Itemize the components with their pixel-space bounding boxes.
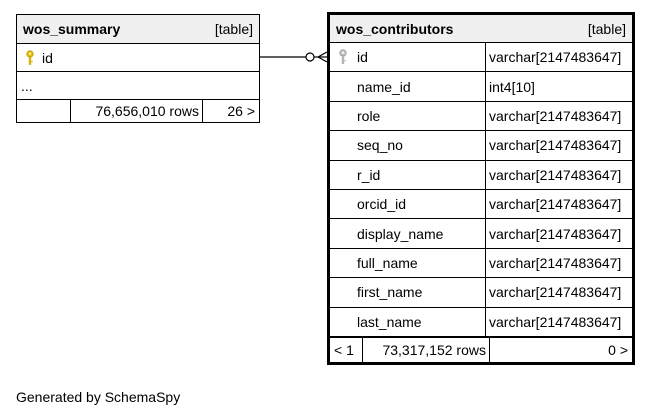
table-kind-label: [table] (587, 20, 626, 37)
row-count: 76,656,010 rows (71, 100, 203, 122)
column-type: varchar[2147483647] (489, 225, 622, 242)
children-link[interactable]: 26 > (227, 103, 255, 119)
wos-summary-footer: 76,656,010 rows 26 > (17, 100, 259, 122)
column-row-last-name[interactable]: last_name varchar[2147483647] (330, 307, 632, 337)
column-name: id (357, 49, 368, 66)
table-title: wos_summary (23, 21, 121, 37)
column-type: varchar[2147483647] (489, 254, 622, 271)
column-name: name_id (330, 72, 486, 101)
column-row-id[interactable]: id (17, 44, 259, 72)
wos-contributors-header[interactable]: wos_contributors [table] (330, 15, 632, 43)
column-name: first_name (330, 278, 486, 307)
column-type: varchar[2147483647] (489, 49, 622, 66)
column-row-r-id[interactable]: r_id varchar[2147483647] (330, 160, 632, 190)
generator-credit: Generated by SchemaSpy (16, 389, 181, 405)
column-type: varchar[2147483647] (489, 284, 622, 301)
column-type: varchar[2147483647] (489, 166, 622, 183)
column-row-name-id[interactable]: name_id int4[10] (330, 72, 632, 102)
column-name: seq_no (330, 131, 486, 160)
column-type: int4[10] (489, 78, 535, 95)
wos-contributors-table[interactable]: wos_contributors [table] id varchar[2147… (327, 12, 635, 365)
column-name: r_id (330, 160, 486, 189)
table-kind-label: [table] (214, 21, 253, 37)
parents-count (17, 100, 71, 122)
primary-key-icon (339, 49, 347, 64)
column-name: full_name (330, 248, 486, 278)
column-type: varchar[2147483647] (489, 313, 622, 330)
column-name: last_name (330, 307, 486, 336)
children-link[interactable]: 0 > (608, 341, 628, 358)
column-type: varchar[2147483647] (489, 196, 622, 213)
column-row-full-name[interactable]: full_name varchar[2147483647] (330, 248, 632, 279)
column-row-first-name[interactable]: first_name varchar[2147483647] (330, 278, 632, 308)
wos-contributors-footer: < 1 73,317,152 rows 0 > (330, 336, 632, 362)
column-row-id[interactable]: id varchar[2147483647] (330, 43, 632, 73)
primary-key-icon (26, 49, 34, 65)
column-type: varchar[2147483647] (489, 137, 622, 154)
row-count: 73,317,152 rows (363, 337, 490, 362)
column-row-seq-no[interactable]: seq_no varchar[2147483647] (330, 131, 632, 161)
wos-summary-table[interactable]: wos_summary [table] id ... 76,656,010 ro… (16, 14, 260, 123)
column-name: display_name (330, 219, 486, 248)
column-row-orcid-id[interactable]: orcid_id varchar[2147483647] (330, 189, 632, 220)
table-title: wos_contributors (336, 20, 454, 37)
parents-link[interactable]: < 1 (330, 337, 363, 362)
column-name: id (42, 49, 53, 66)
column-name: orcid_id (330, 189, 486, 219)
more-columns-ellipsis: ... (17, 72, 259, 100)
column-name: role (330, 101, 486, 131)
column-row-display-name[interactable]: display_name varchar[2147483647] (330, 219, 632, 249)
column-row-role[interactable]: role varchar[2147483647] (330, 101, 632, 132)
column-type: varchar[2147483647] (489, 107, 622, 124)
wos-summary-header[interactable]: wos_summary [table] (17, 15, 259, 44)
